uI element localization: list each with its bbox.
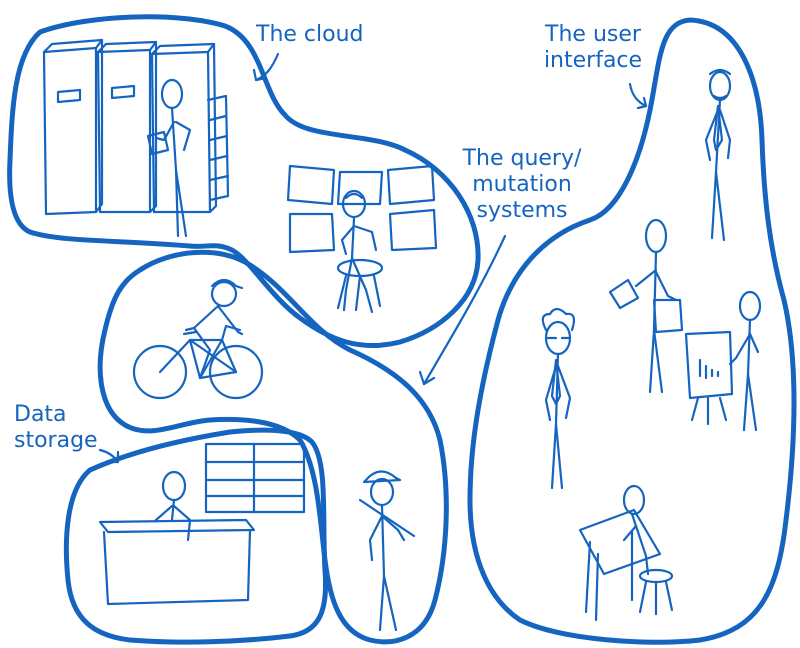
query-mutation-region-outline xyxy=(97,249,449,645)
label-query-mutation-line-2: mutation xyxy=(472,172,572,197)
label-user-interface-line-1: The user xyxy=(545,22,641,47)
annotation-arrows xyxy=(98,52,648,464)
scientist-in-tie-icon xyxy=(541,307,576,490)
monitor-wall-operator-icon xyxy=(286,164,438,314)
label-data-storage-line-1: Data xyxy=(14,402,67,427)
label-query-mutation: The query/ mutation systems xyxy=(462,146,582,224)
cloud-arrowhead xyxy=(252,68,268,82)
presenter-with-chart-icon xyxy=(684,290,762,432)
user-interface-arrowhead xyxy=(636,96,648,110)
cyclist-icon xyxy=(132,278,264,400)
query-mutation-arrowhead xyxy=(418,370,436,386)
designer-at-drafting-table-icon xyxy=(578,484,674,622)
business-person-icon xyxy=(704,68,732,242)
technician-with-clipboard-icon xyxy=(146,78,192,238)
label-user-interface-line-2: interface xyxy=(543,48,643,73)
label-data-storage-line-2: storage xyxy=(14,428,98,453)
data-storage-region-outline xyxy=(63,427,329,645)
shelving-unit-icon xyxy=(204,442,306,514)
query-mutation-arrow xyxy=(422,234,507,386)
data-storage-arrowhead xyxy=(106,450,120,464)
label-user-interface: The user interface xyxy=(538,22,648,74)
server-rack-icon xyxy=(42,38,230,216)
cloud-region-outline xyxy=(7,14,481,349)
person-holding-paper-icon xyxy=(608,218,684,394)
user-interface-arrow xyxy=(628,82,648,108)
desk-clerk-icon xyxy=(98,470,256,606)
construction-worker-icon xyxy=(358,470,416,632)
label-query-mutation-line-1: The query/ xyxy=(462,146,582,171)
label-query-mutation-line-3: systems xyxy=(476,198,568,223)
label-data-storage: Data storage xyxy=(14,402,98,454)
user-interface-region-outline xyxy=(467,17,797,645)
label-the-cloud: The cloud xyxy=(256,22,364,47)
